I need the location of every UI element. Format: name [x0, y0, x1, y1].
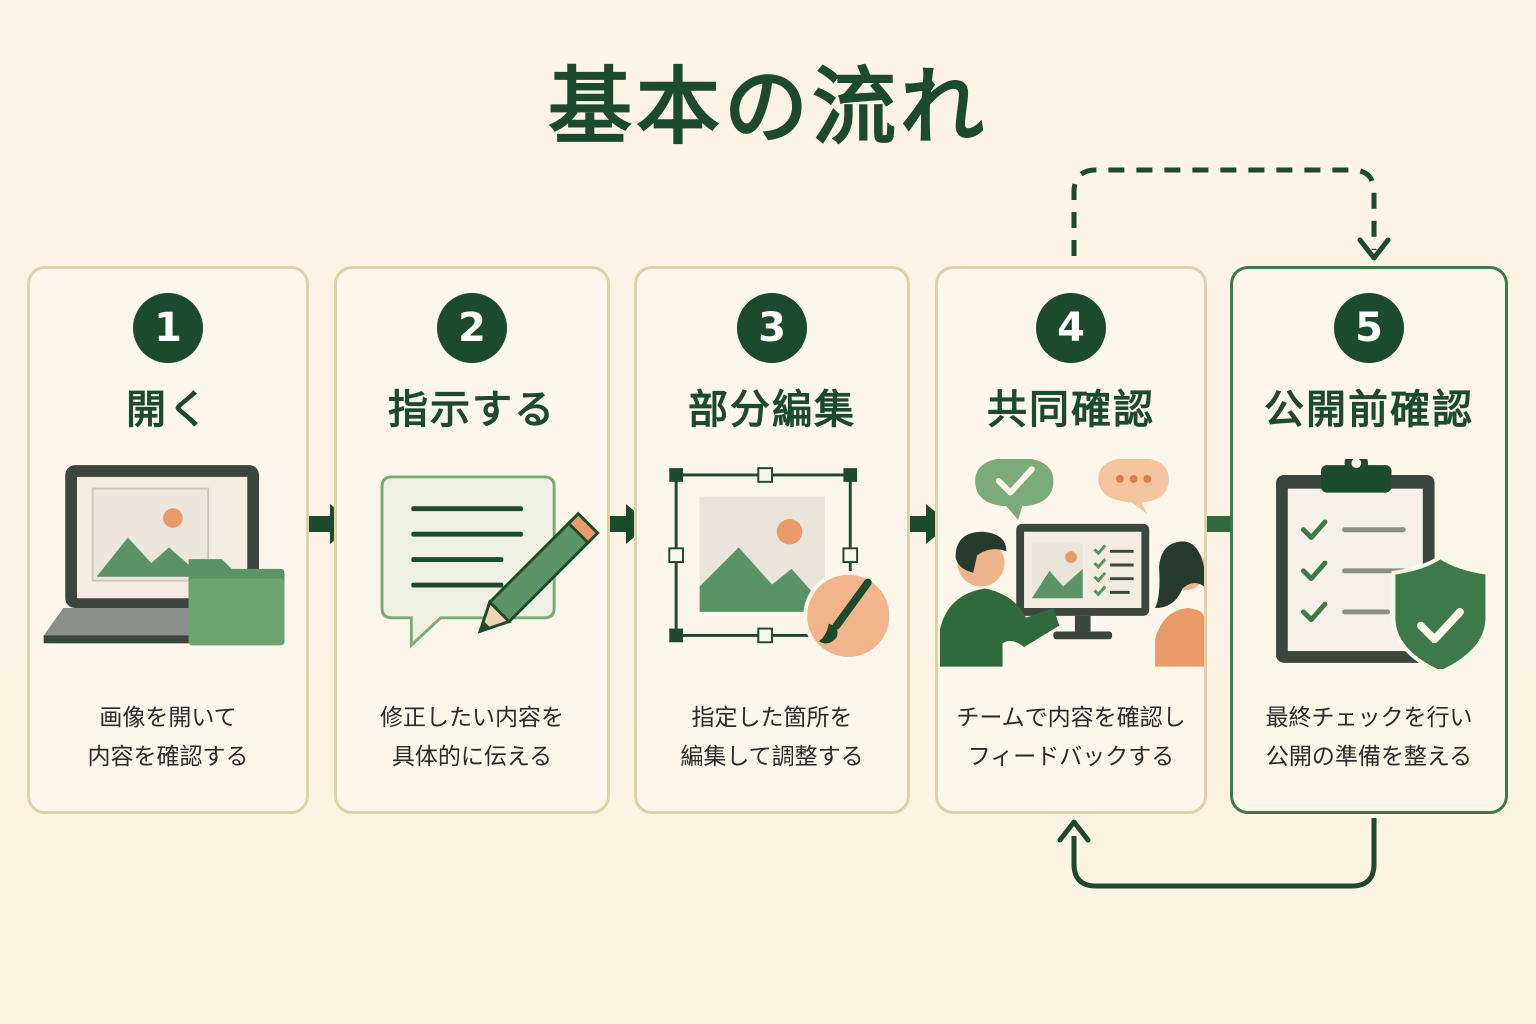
feedback-return-arrow	[1071, 818, 1377, 889]
speech-bubble-icon	[380, 475, 600, 649]
shield-check-icon	[1391, 554, 1490, 669]
step-number-badge: 5	[1334, 293, 1404, 363]
step-card-3: 3 部分編集 指定した箇所を編集して調整する	[634, 266, 910, 814]
step-card-1: 1 開く 画像を開いて内容を確認する	[27, 266, 309, 814]
clipboard-checklist-icon	[1276, 459, 1490, 669]
step-title: 部分編集	[688, 387, 856, 433]
laptop-icon	[43, 465, 285, 646]
step-number-badge: 2	[437, 293, 507, 363]
pencil-icon	[477, 511, 600, 634]
step-title: 共同確認	[987, 387, 1155, 433]
step-card-4: 4 共同確認 チームで内容を確認しフィードバックする	[935, 266, 1207, 814]
step-arrow-4	[1206, 516, 1232, 532]
step-number-badge: 1	[133, 293, 203, 363]
step-description: 修正したい内容を具体的に伝える	[380, 705, 564, 770]
brush-icon	[803, 570, 894, 661]
folder-icon	[188, 559, 285, 646]
page-title: 基本の流れ	[547, 58, 988, 156]
step-description: 指定した箇所を編集して調整する	[680, 705, 864, 770]
step-card-5: 5 公開前確認 最終チェックを行い公開の準備を整える	[1230, 266, 1508, 814]
step-number-badge: 3	[737, 293, 807, 363]
step-title: 公開前確認	[1264, 387, 1474, 433]
step-card-2: 2 指示する 修正したい内容を具体的に伝える	[334, 266, 610, 814]
step-description: 最終チェックを行い公開の準備を整える	[1265, 705, 1473, 770]
step-description: チームで内容を確認しフィードバックする	[956, 705, 1186, 770]
step-title: 指示する	[388, 387, 556, 433]
step-number-badge: 4	[1036, 293, 1106, 363]
image-select-icon	[668, 467, 894, 661]
step-title: 開く	[126, 387, 210, 433]
team-review-icon	[939, 459, 1204, 667]
step-description: 画像を開いて内容を確認する	[87, 705, 249, 770]
dashed-forward-arrow	[1071, 167, 1377, 256]
